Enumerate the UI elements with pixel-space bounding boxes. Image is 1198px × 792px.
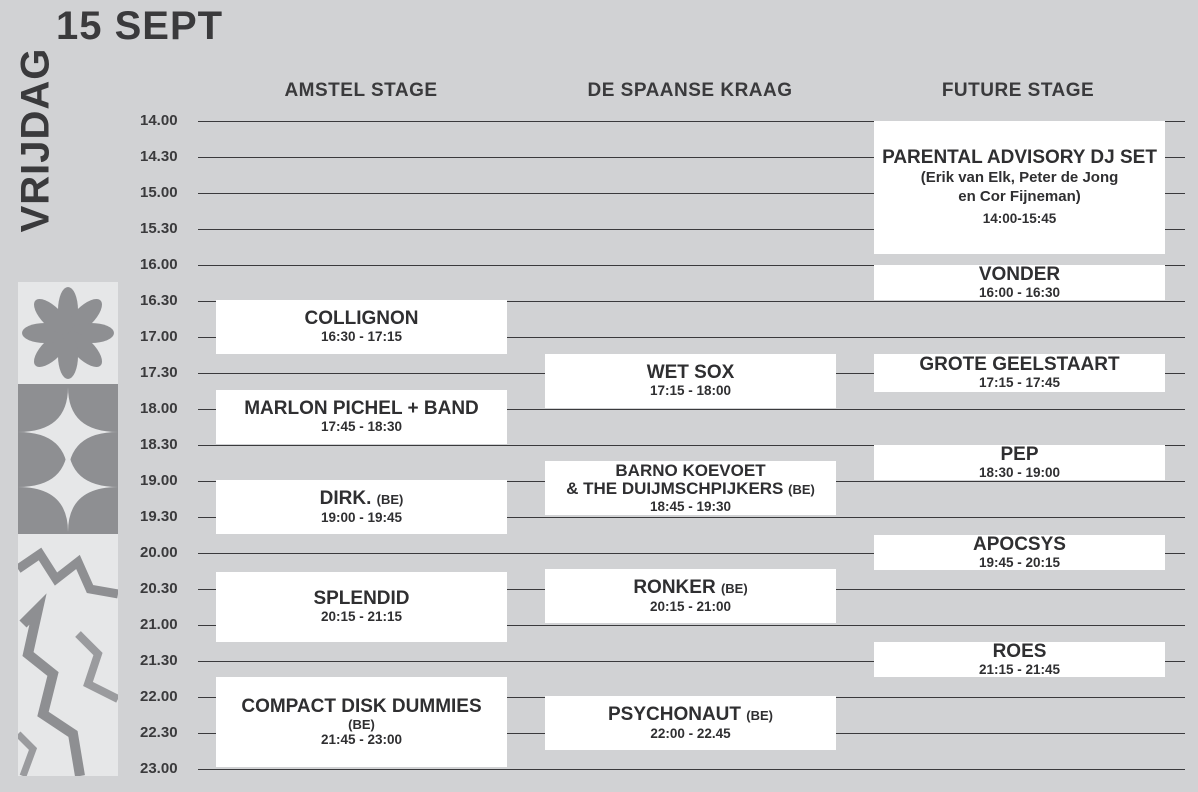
event-vonder[interactable]: VONDER 16:00 - 16:30 [874, 263, 1165, 300]
event-wet-sox[interactable]: WET SOX 17:15 - 18:00 [545, 354, 836, 408]
gridline [198, 769, 1185, 770]
event-title: GROTE GEELSTAART [919, 354, 1120, 375]
star-graphic [18, 384, 118, 534]
event-compact-disk-dummies[interactable]: COMPACT DISK DUMMIES (BE) 21:45 - 23:00 [216, 677, 507, 767]
event-time: 19:00 - 19:45 [320, 509, 403, 525]
event-title: MARLON PICHEL + BAND [244, 398, 479, 419]
event-country-tag: (BE) [376, 491, 404, 507]
gridline [198, 229, 1185, 230]
gridline [198, 121, 1185, 122]
event-title: COMPACT DISK DUMMIES [241, 695, 482, 717]
event-time: 20:15 - 21:15 [320, 609, 403, 624]
time-label: 17.00 [140, 328, 178, 345]
time-label: 18.00 [140, 400, 178, 417]
event-title: PSYCHONAUT [607, 703, 741, 725]
event-subtitle-line2: en Cor Fijneman) [958, 188, 1081, 205]
gridline [198, 445, 1185, 446]
time-label: 15.30 [140, 220, 178, 237]
time-label: 23.00 [140, 760, 178, 777]
event-title-line2: & THE DUIJMSCHPIJKERS [566, 478, 784, 498]
flower-graphic [18, 282, 118, 384]
date-label: 15 SEPT [56, 4, 224, 48]
event-country-tag: (BE) [720, 580, 748, 596]
gridline [198, 301, 1185, 302]
event-pep[interactable]: PEP 18:30 - 19:00 [874, 443, 1165, 480]
event-dirk[interactable]: DIRK. (BE) 19:00 - 19:45 [216, 480, 507, 534]
event-time: 21:45 - 23:00 [320, 731, 403, 747]
event-country-tag: (BE) [746, 707, 773, 723]
time-label: 17.30 [140, 364, 178, 381]
event-marlon-pichel[interactable]: MARLON PICHEL + BAND 17:45 - 18:30 [216, 390, 507, 444]
time-label: 18.30 [140, 436, 178, 453]
event-subtitle-line1: (Erik van Elk, Peter de Jong [920, 169, 1119, 186]
event-time: 22:00 - 22.45 [650, 725, 731, 741]
crack-graphic [18, 534, 118, 776]
time-label: 20.30 [140, 580, 178, 597]
event-time: 20:15 - 21:00 [649, 598, 732, 614]
event-time: 21:15 - 21:45 [978, 661, 1061, 677]
event-title: DIRK. [319, 487, 372, 509]
event-roes[interactable]: ROES 21:15 - 21:45 [874, 640, 1165, 677]
gridline [198, 517, 1185, 518]
gridline [198, 337, 1185, 338]
event-time: 18:45 - 19:30 [649, 498, 732, 514]
event-collignon[interactable]: COLLIGNON 16:30 - 17:15 [216, 300, 507, 354]
event-title: ROES [992, 640, 1047, 662]
stage-header-future: FUTURE STAGE [941, 80, 1095, 101]
time-label: 22.00 [140, 688, 178, 705]
event-time: 17:15 - 18:00 [649, 383, 732, 398]
gridline [198, 661, 1185, 662]
gridline [198, 265, 1185, 266]
gridline [198, 193, 1185, 194]
gridline [198, 157, 1185, 158]
event-parental-advisory[interactable]: PARENTAL ADVISORY DJ SET (Erik van Elk, … [874, 121, 1165, 254]
event-time: 19:45 - 20:15 [978, 554, 1061, 570]
stage-header-spaanse-kraag: DE SPAANSE KRAAG [587, 80, 793, 101]
event-psychonaut[interactable]: PSYCHONAUT (BE) 22:00 - 22.45 [545, 696, 836, 750]
time-label: 19.30 [140, 508, 178, 525]
gridline [198, 409, 1185, 410]
event-time: 16:30 - 17:15 [320, 329, 403, 344]
event-title: VONDER [978, 263, 1061, 285]
gridline [198, 625, 1185, 626]
event-title: BARNO KOEVOET [615, 460, 766, 480]
event-time: 14:00-15:45 [982, 211, 1057, 226]
event-apocsys[interactable]: APOCSYS 19:45 - 20:15 [874, 533, 1165, 570]
day-text: VRIJDAG [13, 47, 58, 233]
stage-header-amstel: AMSTEL STAGE [284, 80, 438, 101]
event-title: APOCSYS [973, 533, 1066, 555]
gridline [198, 553, 1185, 554]
time-label: 14.30 [140, 148, 178, 165]
event-grote-geelstaart[interactable]: GROTE GEELSTAART 17:15 - 17:45 [874, 354, 1165, 392]
event-barno-koevoet[interactable]: BARNO KOEVOET & THE DUIJMSCHPIJKERS (BE)… [545, 461, 836, 515]
event-splendid[interactable]: SPLENDID 20:15 - 21:15 [216, 572, 507, 642]
event-time: 18:30 - 19:00 [978, 464, 1061, 480]
event-time: 17:45 - 18:30 [320, 419, 403, 434]
event-title: SPLENDID [313, 588, 410, 609]
time-label: 16.30 [140, 292, 178, 309]
event-country-tag: (BE) [788, 481, 815, 497]
event-title: PARENTAL ADVISORY DJ SET [882, 147, 1157, 168]
time-label: 20.00 [140, 544, 178, 561]
event-country-tag: (BE) [348, 716, 375, 732]
event-title: PEP [1000, 443, 1039, 465]
event-time: 16:00 - 16:30 [978, 284, 1061, 300]
time-label: 16.00 [140, 256, 178, 273]
event-title: COLLIGNON [304, 308, 419, 329]
time-label: 14.00 [140, 112, 178, 129]
event-title: RONKER [633, 576, 716, 598]
event-title: WET SOX [646, 362, 735, 383]
time-label: 21.00 [140, 616, 178, 633]
time-label: 22.30 [140, 724, 178, 741]
day-label: VRIJDAG [0, 40, 70, 240]
event-time: 17:15 - 17:45 [978, 375, 1061, 390]
time-label: 19.00 [140, 472, 178, 489]
time-label: 21.30 [140, 652, 178, 669]
time-label: 15.00 [140, 184, 178, 201]
event-ronker[interactable]: RONKER (BE) 20:15 - 21:00 [545, 569, 836, 623]
